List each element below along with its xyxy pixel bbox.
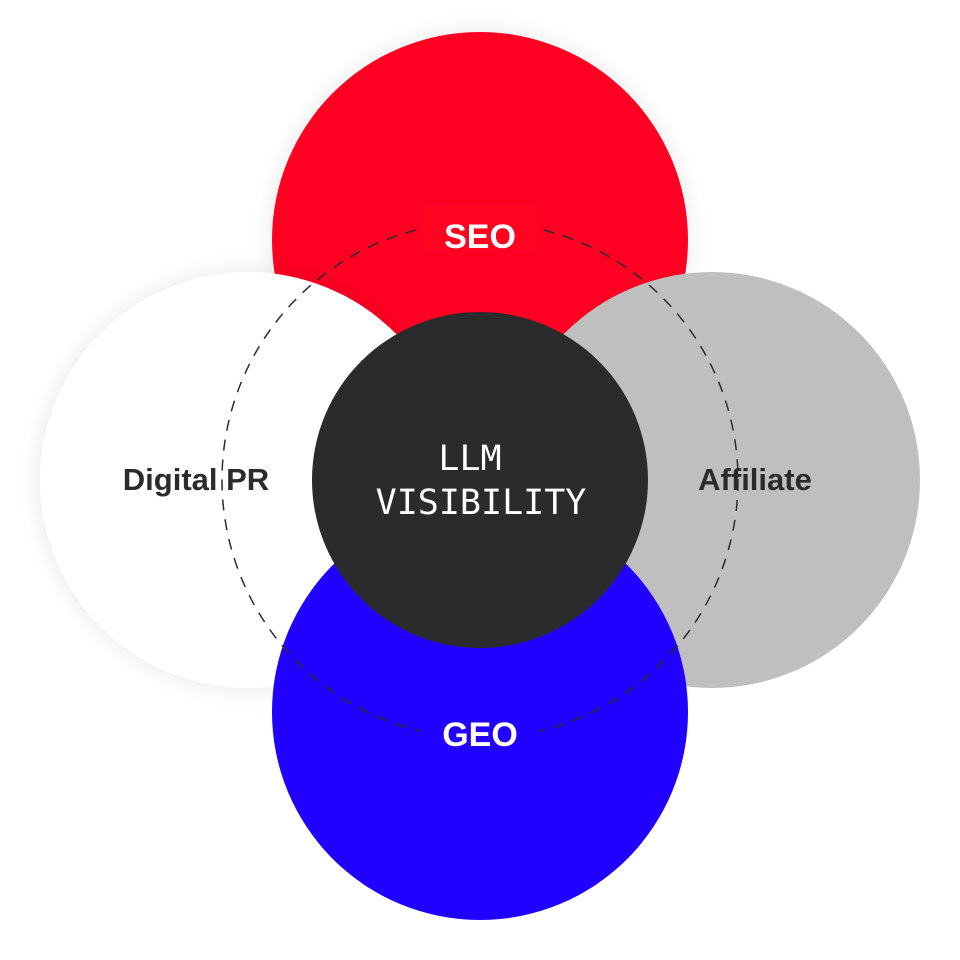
center-label-line2: VISIBILITY — [376, 483, 587, 523]
seo-label: SEO — [444, 218, 516, 256]
seo-label-backdrop — [420, 206, 540, 250]
center-label-line1: LLM — [438, 439, 501, 479]
geo-label: GEO — [442, 716, 518, 754]
digital-pr-label: Digital PR — [123, 462, 269, 497]
affiliate-label: Affiliate — [698, 462, 812, 497]
geo-label-backdrop — [420, 712, 540, 756]
llm-visibility-circle — [312, 312, 648, 648]
